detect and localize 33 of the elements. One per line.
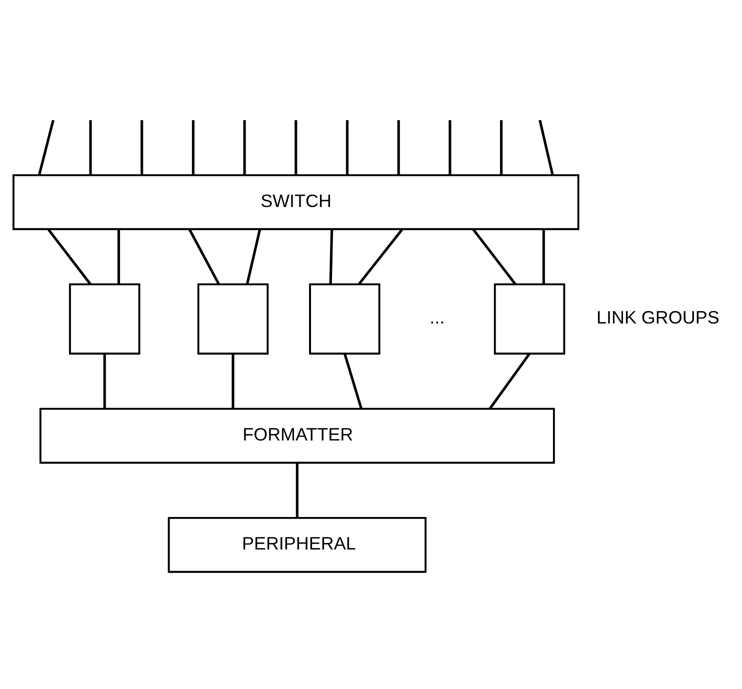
connector (472, 228, 516, 285)
node-box (197, 282, 269, 354)
connector (538, 119, 554, 175)
connector (500, 120, 503, 175)
connector (296, 462, 298, 518)
node-box (69, 282, 140, 354)
connector (103, 353, 106, 408)
connector (232, 353, 234, 408)
connector (346, 120, 349, 175)
connector (329, 228, 334, 284)
node-box (309, 282, 380, 354)
connector (343, 352, 363, 409)
connector (397, 120, 400, 175)
connector (243, 120, 246, 175)
connector (38, 119, 54, 175)
connector (192, 120, 194, 175)
node-box (494, 282, 566, 354)
connector (488, 352, 531, 410)
connector (89, 120, 92, 175)
label: LINK GROUPS (596, 307, 720, 328)
connector (294, 120, 298, 175)
node-box: FORMATTER (39, 407, 555, 464)
label: ... (430, 307, 445, 328)
node-box: SWITCH (12, 174, 580, 230)
node-box: PERIPHERAL (168, 516, 427, 572)
connector (188, 228, 220, 284)
connector (47, 228, 92, 285)
connector (358, 228, 404, 285)
connector (117, 228, 120, 284)
connector (542, 228, 545, 284)
connector (246, 228, 262, 284)
connector (140, 120, 144, 175)
connector (448, 120, 452, 175)
